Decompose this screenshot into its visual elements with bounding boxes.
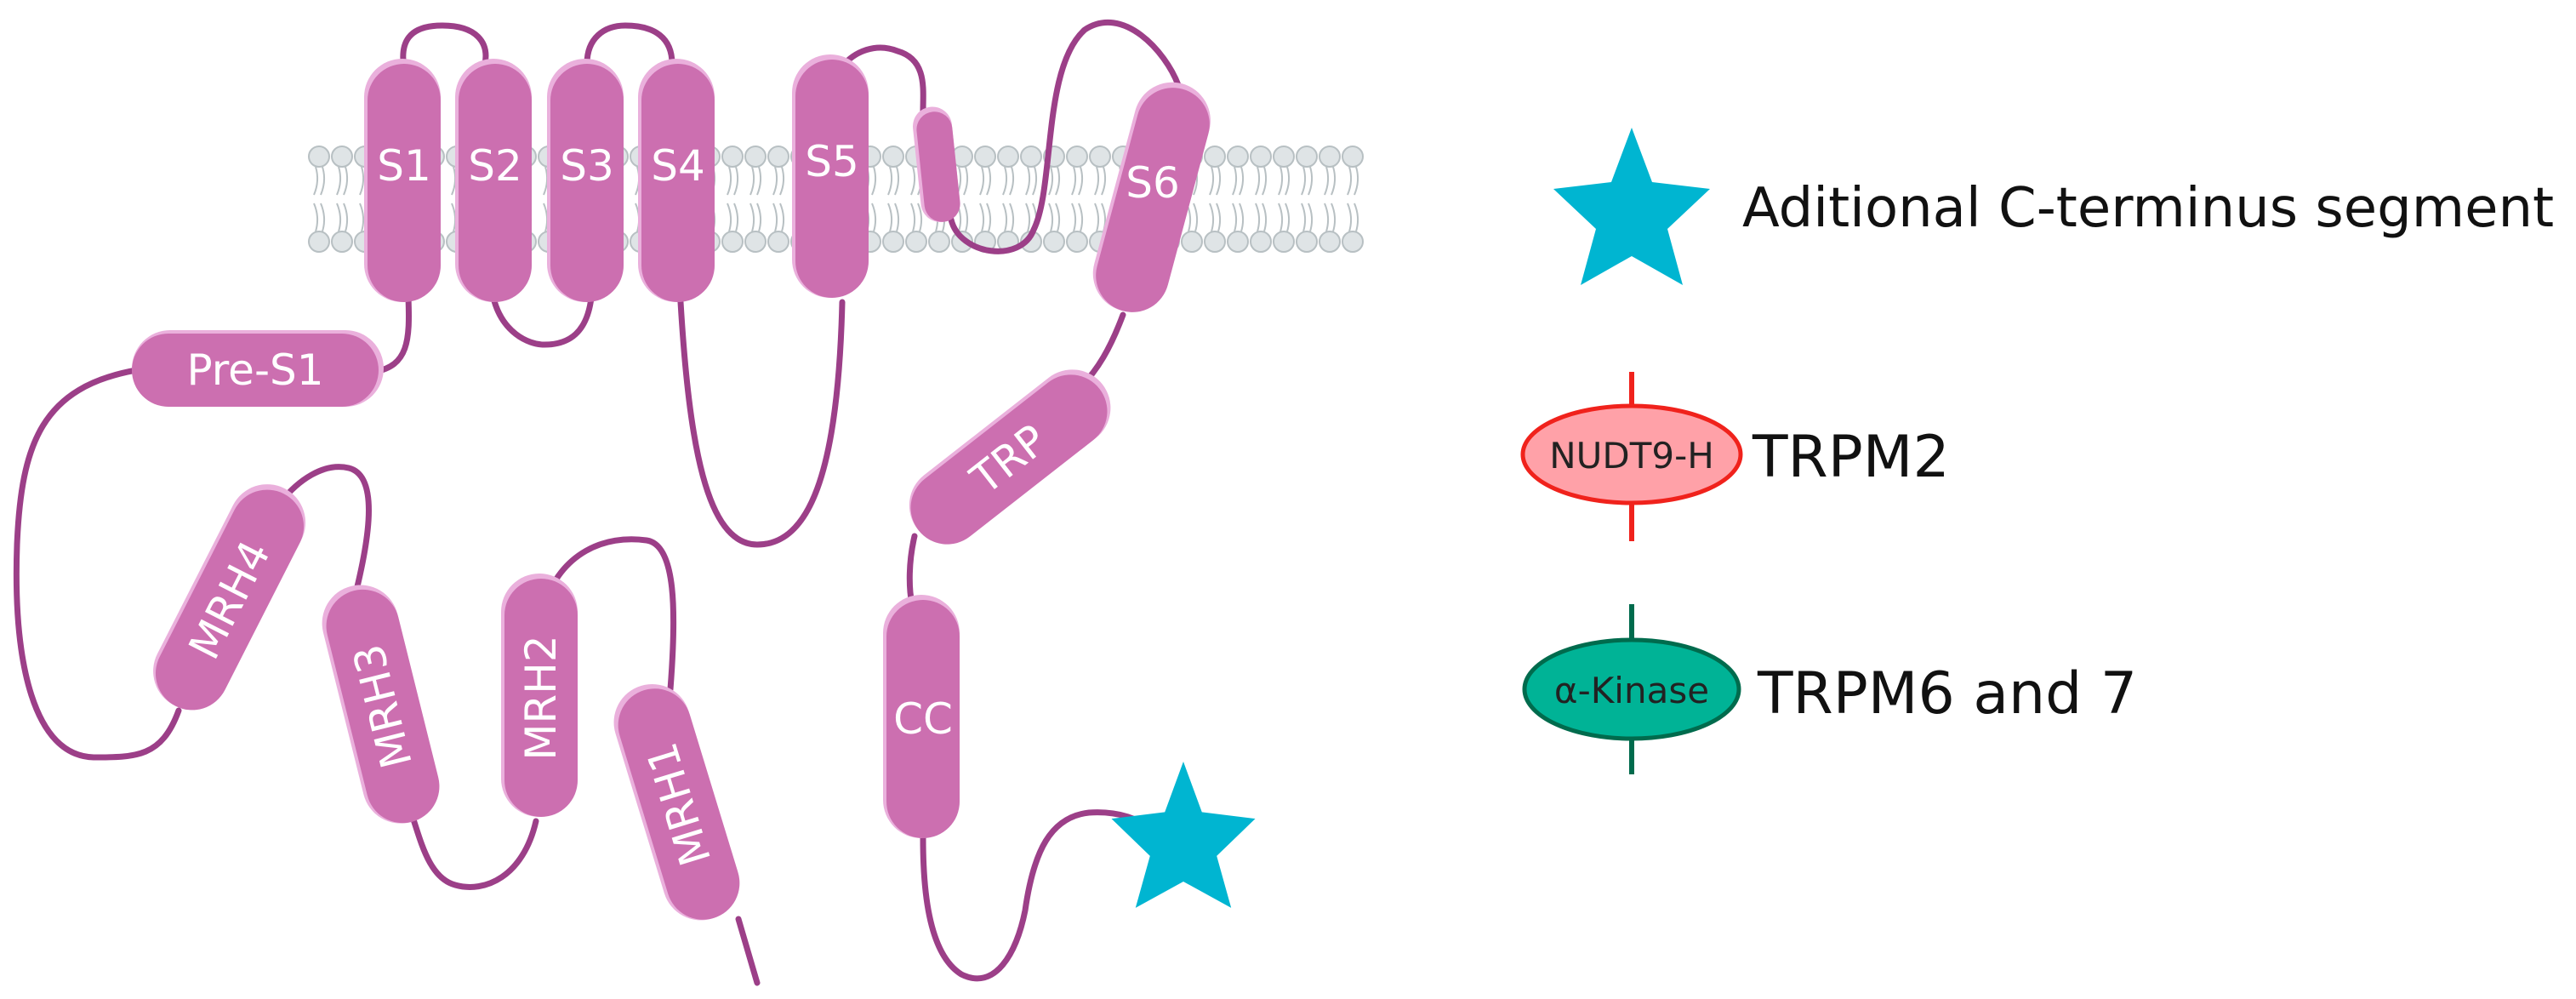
segment-label: S1 [377, 141, 431, 191]
segment-pre-s1: Pre-S1 [132, 330, 384, 407]
segment-cc: CC [883, 595, 960, 838]
alpha-kinase-badge-label: α-Kinase [1554, 670, 1709, 711]
loop-mrh3-mrh4 [277, 464, 372, 608]
loop-pore-s6 [948, 19, 1182, 254]
lipid-molecule [744, 203, 767, 253]
segment-s4: S4 [638, 59, 715, 302]
segment-s5: S5 [792, 54, 869, 298]
pore-helix [912, 106, 960, 222]
loop-mrh2-mrh3 [409, 813, 539, 890]
loop-trp-cc [906, 533, 918, 608]
lipid-molecule [308, 146, 330, 196]
loop-pre-s1-s1 [371, 294, 412, 375]
lipid-molecule [1227, 146, 1249, 196]
loop-mrh1-mrh2 [541, 536, 677, 693]
lipid-molecule [951, 146, 973, 196]
loop-s1-s2 [400, 22, 489, 71]
loop-cc-star [920, 809, 1156, 982]
segment-label: MRH2 [516, 635, 566, 760]
alpha-kinase-domain-icon [1522, 637, 1741, 741]
loop-n-terminus [735, 916, 761, 986]
lipid-molecule [767, 203, 789, 253]
segment-mrh3: MRH3 [322, 585, 440, 824]
lipid-molecule [905, 203, 927, 253]
lipid-molecule [1273, 203, 1295, 253]
lipid-molecule [1250, 146, 1272, 196]
loop-s2-s3 [490, 294, 595, 348]
segment-label: CC [893, 694, 953, 744]
segment-label: S4 [651, 141, 705, 191]
star-icon [1553, 128, 1710, 285]
lipid-molecule [767, 146, 789, 196]
legend-item-c-terminus: Aditional C-terminus segment [1553, 128, 2554, 285]
segment-label: S3 [560, 141, 614, 191]
segment-mrh2: MRH2 [501, 574, 578, 817]
lipid-molecule [1204, 203, 1226, 253]
segment-s1: S1 [364, 59, 441, 302]
lipid-molecule [331, 146, 353, 196]
lipid-molecule [1020, 146, 1042, 196]
segment-label: Pre-S1 [186, 345, 323, 395]
lipid-molecule [1204, 146, 1226, 196]
c-terminus-star-icon [1111, 762, 1256, 908]
legend-item-trpm6-7: α-Kinase TRPM6 and 7 [1522, 604, 2137, 774]
segment-trp: TRP [909, 369, 1111, 545]
lipid-molecule [974, 146, 996, 196]
loop-s3-s4 [584, 22, 675, 67]
segment-s3: S3 [547, 59, 624, 302]
lipid-molecule [721, 146, 744, 196]
segment-s2: S2 [455, 59, 532, 302]
lipid-molecule [997, 203, 1019, 253]
nudt9h-domain-icon [1520, 403, 1743, 505]
lipid-molecule [721, 203, 744, 253]
legend-c-terminus-label: Aditional C-terminus segment [1742, 177, 2554, 240]
segment-mrh1: MRH1 [613, 683, 740, 921]
lipid-molecule [1043, 203, 1065, 253]
lipid-molecule [1181, 203, 1203, 253]
segment-label: S2 [468, 141, 522, 191]
lipid-molecule [1089, 146, 1111, 196]
lipid-molecule [1342, 203, 1364, 253]
segment-mrh4: MRH4 [153, 484, 306, 711]
lipid-molecule [1342, 146, 1364, 196]
lipid-molecule [1227, 203, 1249, 253]
loop-s5-pore [839, 44, 926, 114]
lipid-molecule [1066, 203, 1088, 253]
legend-trpm2-label: TRPM2 [1752, 424, 1950, 491]
lipid-molecule [1066, 146, 1088, 196]
lipid-molecule [744, 146, 767, 196]
lipid-molecule [1319, 146, 1341, 196]
lipid-molecule [1319, 203, 1341, 253]
segment-label: S6 [1126, 158, 1180, 208]
segment-label: S5 [805, 137, 859, 186]
lipid-molecule [1273, 146, 1295, 196]
lipid-molecule [331, 203, 353, 253]
lipid-molecule [882, 203, 904, 253]
legend: Aditional C-terminus segment NUDT9-H TRP… [1520, 128, 2554, 774]
legend-item-trpm2: NUDT9-H TRPM2 [1520, 372, 1950, 541]
lipid-molecule [997, 146, 1019, 196]
loop-s4-s5 [677, 299, 846, 548]
lipid-molecule [308, 203, 330, 253]
segment-s6: S6 [1092, 82, 1211, 312]
lipid-molecule [1296, 146, 1318, 196]
legend-trpm6-7-label: TRPM6 and 7 [1757, 660, 2137, 728]
lipid-molecule [882, 146, 904, 196]
nudt9h-badge-label: NUDT9-H [1549, 435, 1714, 477]
lipid-molecule [1250, 203, 1272, 253]
loop-mrh4-pre-s1 [13, 367, 182, 761]
backbone-loops [13, 19, 1182, 986]
lipid-molecule [1296, 203, 1318, 253]
